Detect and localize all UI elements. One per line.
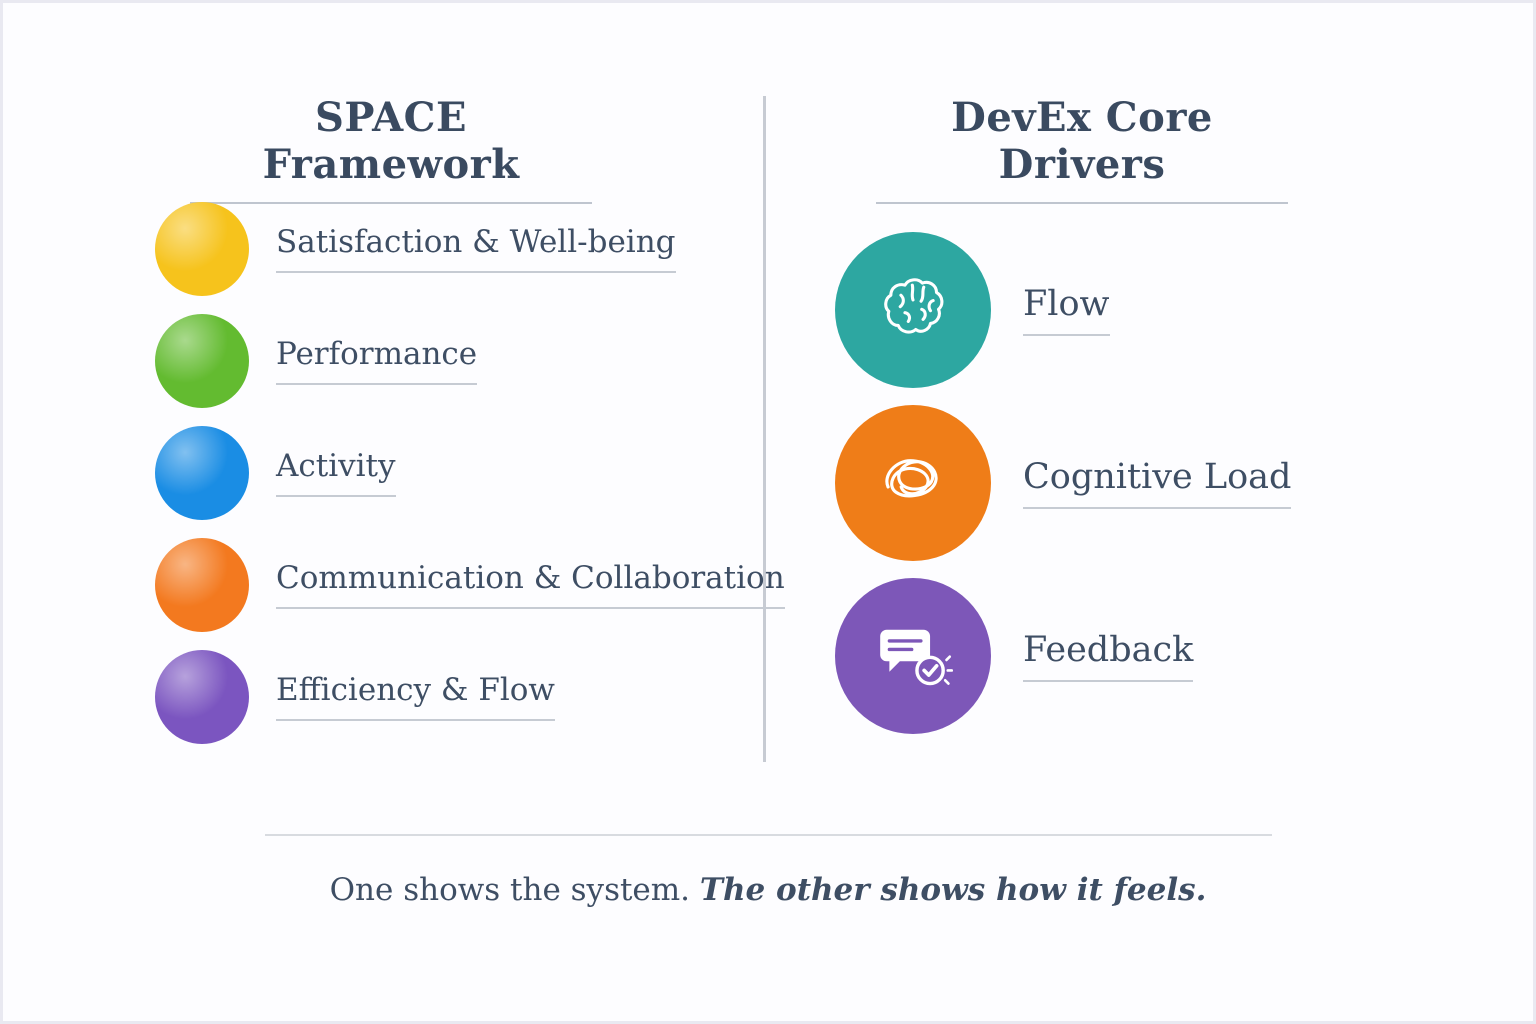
list-item-label: Efficiency & Flow bbox=[276, 672, 555, 721]
list-item: Flow bbox=[835, 232, 1291, 388]
list-item-label: Feedback bbox=[1023, 630, 1194, 682]
footer-caption: One shows the system. The other shows ho… bbox=[0, 872, 1536, 908]
footer-divider bbox=[265, 834, 1272, 836]
devex-drivers-list: Flow Cognitive Load Feedb bbox=[835, 232, 1292, 751]
chat-check-icon bbox=[835, 578, 991, 734]
list-item: Cognitive Load bbox=[835, 405, 1292, 561]
footer-normal-text: One shows the system. bbox=[329, 872, 691, 908]
list-item: Satisfaction & Well-being bbox=[155, 202, 785, 296]
footer-emphasis-text: The other shows how it feels. bbox=[699, 872, 1207, 908]
efficiency-bullet-icon bbox=[155, 650, 249, 744]
list-item: Communication & Collaboration bbox=[155, 538, 785, 632]
list-item-label: Activity bbox=[276, 448, 396, 497]
list-item-label: Communication & Collaboration bbox=[276, 560, 785, 609]
list-item: Performance bbox=[155, 314, 785, 408]
column-divider bbox=[763, 96, 766, 762]
space-framework-list: Satisfaction & Well-being Performance Ac… bbox=[155, 202, 785, 762]
left-column-title: SPACE Framework bbox=[190, 94, 592, 204]
activity-bullet-icon bbox=[155, 426, 249, 520]
list-item-label: Cognitive Load bbox=[1023, 457, 1292, 509]
list-item: Efficiency & Flow bbox=[155, 650, 785, 744]
tangle-icon bbox=[835, 405, 991, 561]
list-item-label: Flow bbox=[1023, 284, 1110, 336]
satisfaction-bullet-icon bbox=[155, 202, 249, 296]
list-item-label: Performance bbox=[276, 336, 478, 385]
list-item: Feedback bbox=[835, 578, 1291, 734]
performance-bullet-icon bbox=[155, 314, 249, 408]
right-column-title: DevEx Core Drivers bbox=[876, 94, 1288, 204]
brain-icon bbox=[835, 232, 991, 388]
communication-bullet-icon bbox=[155, 538, 249, 632]
list-item-label: Satisfaction & Well-being bbox=[276, 224, 676, 273]
list-item: Activity bbox=[155, 426, 785, 520]
